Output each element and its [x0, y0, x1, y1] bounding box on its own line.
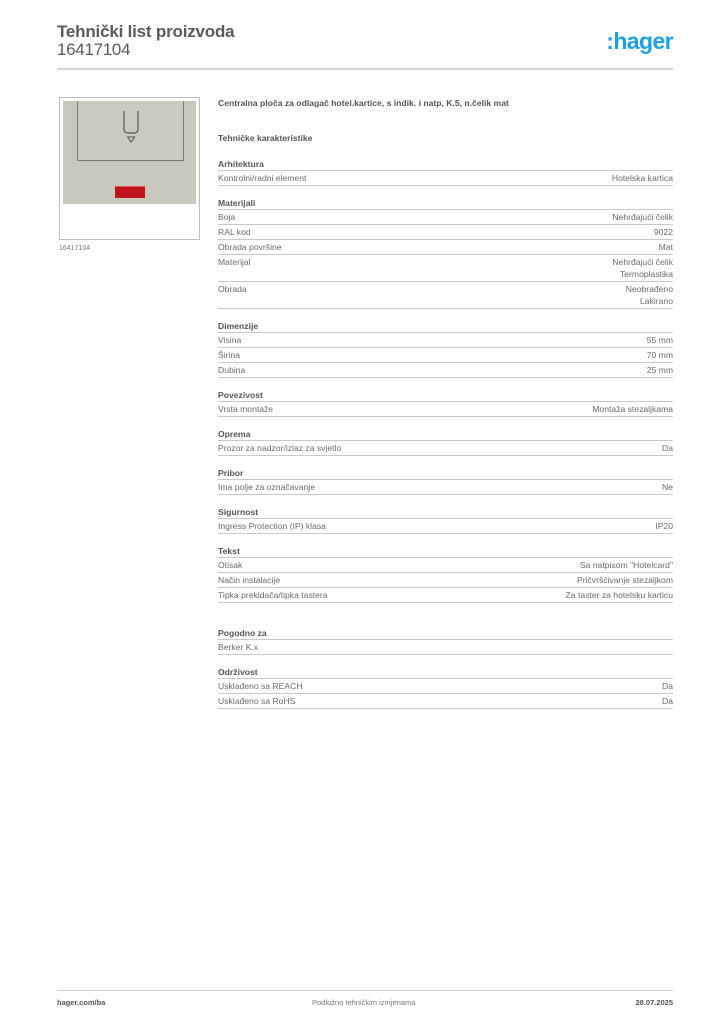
spec-row: Berker K.x: [218, 640, 673, 655]
group-title: Arhitektura: [218, 158, 673, 171]
card-slot: [77, 101, 184, 161]
spec-group-arhitektura: Arhitektura Kontrolni/radni element Hote…: [218, 158, 673, 186]
spec-row: Tipka prekidača/tipka tastera Za taster …: [218, 588, 673, 603]
spec-label: Visina: [218, 335, 242, 345]
spec-value: Nehrđajući čelik: [612, 212, 673, 222]
spec-row: Usklađeno sa RoHS Da: [218, 694, 673, 709]
spec-row: RAL kod 9022: [218, 225, 673, 240]
group-title: Dimenzije: [218, 320, 673, 333]
spec-row: Materijal Nehrđajući čelik Termoplastika: [218, 255, 673, 282]
spec-value: Da: [662, 696, 673, 706]
spec-label: Dubina: [218, 365, 246, 375]
spec-label: Otisak: [218, 560, 243, 570]
spec-row: Visina 55 mm: [218, 333, 673, 348]
spec-label: Ingress Protection (IP) klasa: [218, 521, 326, 531]
spec-group-oprema: Oprema Prozor za nadzor/izlaz za svjetlo…: [218, 428, 673, 456]
spec-label: Kontrolni/radni element: [218, 173, 307, 183]
spec-row: Usklađeno sa REACH Da: [218, 679, 673, 694]
footer-date: 28.07.2025: [635, 998, 673, 1007]
group-title: Tekst: [218, 545, 673, 558]
spec-row: Vrsta montaže Montaža stezaljkama: [218, 402, 673, 417]
spec-group-tekst: Tekst Otisak Sa natpisom "Hotelcard" Nač…: [218, 545, 673, 603]
document-header: Tehnički list proizvoda 16417104 :hager: [57, 20, 674, 68]
product-photo: [63, 101, 196, 204]
group-title: Pogodno za: [218, 627, 673, 640]
group-title: Pribor: [218, 467, 673, 480]
spec-group-dimenzije: Dimenzije Visina 55 mm Širina 70 mm Dubi…: [218, 320, 673, 378]
spec-value-line: Termoplastika: [619, 269, 673, 279]
product-code: 16417104: [57, 40, 131, 59]
spec-label: Širina: [218, 350, 240, 360]
spec-value: 25 mm: [646, 365, 673, 375]
spec-label: Materijal: [218, 257, 251, 267]
image-caption: 16417104: [59, 245, 91, 252]
spec-label: Obrada površine: [218, 242, 282, 252]
spec-label: Boja: [218, 212, 236, 222]
footer-divider: [57, 990, 673, 991]
spec-group-sigurnost: Sigurnost Ingress Protection (IP) klasa …: [218, 506, 673, 534]
spec-value: 55 mm: [646, 335, 673, 345]
spec-row: Način instalacije Pričvršćivanje stezalj…: [218, 573, 673, 588]
footer-note: Podložno tehničkim izmjenama: [312, 998, 416, 1007]
hager-logo: :hager: [606, 28, 673, 54]
spec-label: Obrada: [218, 284, 247, 294]
spec-label: Prozor za nadzor/izlaz za svjetlo: [218, 443, 342, 453]
spec-value: Nehrđajući čelik Termoplastika: [612, 256, 673, 280]
spec-row: Širina 70 mm: [218, 348, 673, 363]
spec-group-odrzivost: Održivost Usklađeno sa REACH Da Usklađen…: [218, 666, 673, 709]
spec-row: Dubina 25 mm: [218, 363, 673, 378]
spec-value: Neobrađeno Lakirano: [626, 283, 673, 307]
spec-group-pribor: Pribor Ima polje za označavanje Ne: [218, 467, 673, 495]
spec-row: Obrada Neobrađeno Lakirano: [218, 282, 673, 309]
spec-value: 70 mm: [646, 350, 673, 360]
spec-sheet: Centralna ploča za odlagač hotel.kartice…: [218, 96, 673, 709]
spec-value: Sa natpisom "Hotelcard": [579, 560, 673, 570]
spec-row: Otisak Sa natpisom "Hotelcard": [218, 558, 673, 573]
spec-row: Ima polje za označavanje Ne: [218, 480, 673, 495]
footer-website-link[interactable]: hager.com/ba: [57, 998, 106, 1007]
group-title: Održivost: [218, 666, 673, 679]
spec-row: Obrada površine Mat: [218, 240, 673, 255]
spec-value: Pričvršćivanje stezaljkom: [577, 575, 673, 585]
indicator-light: [115, 186, 145, 198]
spec-group-povezivost: Povezivost Vrsta montaže Montaža stezalj…: [218, 389, 673, 417]
spec-value: Za taster za hotelsku karticu: [565, 590, 673, 600]
spec-row: Prozor za nadzor/izlaz za svjetlo Da: [218, 441, 673, 456]
spec-value-line: Neobrađeno: [625, 284, 673, 294]
page-title: Tehnički list proizvoda: [57, 22, 235, 41]
group-title: Povezivost: [218, 389, 673, 402]
spec-row: Kontrolni/radni element Hotelska kartica: [218, 171, 673, 186]
card-insert-icon: [122, 111, 139, 143]
header-divider: [57, 68, 673, 70]
group-title: Materijali: [218, 197, 673, 210]
spec-group-pogodno-za: Pogodno za Berker K.x: [218, 627, 673, 655]
spec-group-materijali: Materijali Boja Nehrđajući čelik RAL kod…: [218, 197, 673, 309]
spec-row: Ingress Protection (IP) klasa IP20: [218, 519, 673, 534]
spec-label: RAL kod: [218, 227, 251, 237]
product-image: [59, 97, 200, 240]
spec-label: Način instalacije: [218, 575, 281, 585]
spec-value: IP20: [655, 521, 673, 531]
product-name: Centralna ploča za odlagač hotel.kartice…: [218, 98, 509, 108]
spec-label: Tipka prekidača/tipka tastera: [218, 590, 328, 600]
group-title: Oprema: [218, 428, 673, 441]
spec-value: 9022: [653, 227, 673, 237]
spec-label: Usklađeno sa RoHS: [218, 696, 296, 706]
spec-label: Vrsta montaže: [218, 404, 274, 414]
spec-value: Ne: [662, 482, 673, 492]
spec-label: Usklađeno sa REACH: [218, 681, 303, 691]
spec-value: Da: [662, 681, 673, 691]
group-title: Sigurnost: [218, 506, 673, 519]
spec-value-line: Nehrđajući čelik: [612, 257, 673, 267]
spec-value-line: Lakirano: [640, 296, 673, 306]
spec-row: Boja Nehrđajući čelik: [218, 210, 673, 225]
specs-heading: Tehničke karakteristike: [218, 133, 313, 143]
spec-value: Da: [662, 443, 673, 453]
spec-value: Mat: [658, 242, 673, 252]
spec-label: Berker K.x: [218, 642, 259, 652]
spec-value: Montaža stezaljkama: [592, 404, 673, 414]
spec-label: Ima polje za označavanje: [218, 482, 315, 492]
spec-value: Hotelska kartica: [611, 173, 673, 183]
